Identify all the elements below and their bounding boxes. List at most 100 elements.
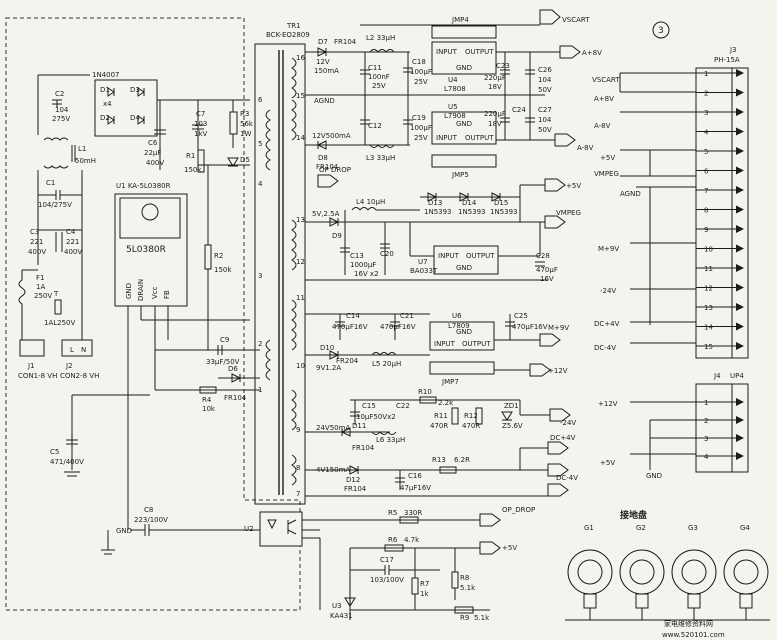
tr1-part: BCK-EO2809: [266, 31, 310, 39]
j3-pin-1: 1: [704, 70, 708, 78]
u1-pin-drain: DRAIN: [137, 279, 145, 301]
f1-val: 1A: [36, 283, 45, 291]
tr1-pin-10: 10: [296, 362, 305, 370]
snubber-startup: C6 22µF 400V C7 103 1kV R3 56k 1W D5 R1 …: [144, 100, 254, 174]
r1-ref: R1: [186, 152, 195, 160]
d6-part: FR104: [224, 394, 247, 402]
c17-val: 103/100V: [370, 576, 404, 584]
u4-part: L7808: [444, 85, 466, 93]
j3-pin-13: 13: [704, 304, 713, 312]
j3-label-plus5: +5V: [600, 154, 615, 162]
j4-label-gnd: GND: [646, 472, 662, 480]
tr1-pin-15: 15: [296, 92, 305, 100]
d9-ref: D9: [332, 232, 342, 240]
j2-ref: J2: [65, 362, 73, 370]
c8-label: C8: [144, 506, 153, 514]
out-plus5: +5V: [566, 182, 581, 190]
out-plus12: +12V: [548, 367, 568, 375]
d7-ref: D7: [318, 38, 328, 46]
j3-pin-2: 2: [704, 90, 708, 98]
bridge-qty: x4: [103, 100, 112, 108]
f1-val2: 250V: [34, 292, 52, 300]
c18-val2: 25V: [414, 78, 428, 86]
j3-pin-4: 4: [704, 129, 709, 137]
c18-val: 100µF: [410, 68, 432, 76]
u7-part: BA033T: [410, 267, 438, 275]
r9-ref: R9: [460, 614, 469, 622]
u5-gnd: GND: [456, 120, 472, 128]
connector-j4: J4 UP4 +12V +5V GND: [598, 372, 749, 480]
l4-label: L4 10µH: [356, 198, 385, 206]
c8-val: 223/100V: [134, 516, 168, 524]
l3-label: L3 33µH: [366, 154, 395, 162]
w16-cur: 150mA: [314, 67, 339, 75]
out-am8v: A-8V: [577, 144, 594, 152]
u4-ref: U4: [448, 76, 458, 84]
out-m9v: M+9V: [548, 324, 569, 332]
j3-pin-12: 12: [704, 285, 713, 293]
c24-ref: C24: [512, 106, 526, 114]
r13-ref: R13: [432, 456, 446, 464]
r3-val2: 1W: [240, 130, 251, 138]
r11-val: 470R: [430, 422, 448, 430]
c2-ref: C2: [55, 90, 64, 98]
ic-u1: U1 KA-5L0380R 5L0380R GND DRAIN Vcc FB: [114, 182, 250, 530]
feedback-loop: R5 330R OP_DROP R6 4.7k +5V C17 103/100V…: [302, 506, 535, 622]
watermark-cn: 家电维修资料网: [664, 619, 713, 628]
r11-ref: R11: [434, 412, 448, 420]
c1-val: 104/275V: [38, 201, 72, 209]
j3-pin-arrow: [736, 205, 744, 214]
u3-part: KA431: [330, 612, 353, 620]
j3-label-dc-plus4: DC+4V: [594, 320, 620, 328]
l1-val: 50mH: [75, 157, 96, 165]
j4-pin-arrow: [736, 416, 744, 424]
j4-label-plus12: +12V: [598, 400, 618, 408]
u1-label: U1 KA-5L0380R: [116, 182, 171, 190]
j3-pin-arrow: [736, 108, 744, 116]
d13-part: 1N5393: [424, 208, 452, 216]
j3-ref: J3: [729, 46, 737, 54]
r4-ref: R4: [202, 396, 212, 404]
u1-pin-gnd: GND: [125, 283, 133, 299]
c7-val: 103: [194, 120, 207, 128]
c7-val2: 1kV: [194, 130, 208, 138]
c16-ref: C16: [408, 472, 422, 480]
bridge-part: 1N4007: [92, 71, 120, 79]
c6-val: 22µF: [144, 149, 161, 157]
jmp5-label: JMP5: [451, 171, 469, 179]
c23-val2: 18V: [488, 83, 502, 91]
u6-out: OUTPUT: [462, 340, 491, 348]
tr1-pin-16: 16: [296, 54, 305, 62]
j3-pin-arrow: [736, 166, 744, 175]
jmp7-label: JMP7: [441, 378, 459, 386]
u1-pin-fb: FB: [163, 290, 171, 299]
ground-plate-label-g2: G2: [636, 524, 646, 532]
u1-pin-vcc: Vcc: [151, 286, 159, 299]
c3-val2: 400V: [28, 248, 46, 256]
j3-pin-arrow: [736, 342, 744, 350]
c11-val2: 25V: [372, 82, 386, 90]
ground-plate-hole: [681, 559, 707, 585]
j3-pin-arrow: [736, 127, 744, 136]
tr1-pin-12: 12: [296, 258, 305, 266]
j3-pin-arrow: [736, 244, 744, 253]
c15-ref: C15: [362, 402, 376, 410]
ground-plate-hole: [629, 559, 655, 585]
ground-plate-label-g4: G4: [740, 524, 750, 532]
d4-ref: D4: [130, 114, 140, 122]
d7-part: FR104: [334, 38, 357, 46]
r7-ref: R7: [420, 580, 429, 588]
c26-ref: C26: [538, 66, 552, 74]
d15-part: 1N5393: [490, 208, 518, 216]
ground-plate-ring: [671, 549, 717, 595]
c26-val: 104: [538, 76, 552, 84]
figure-number: 3: [658, 26, 664, 36]
c27-val2: 50V: [538, 126, 552, 134]
input-filter: C2 104 275V L1 50mH C1 104/275V C3 221 4…: [18, 74, 150, 477]
j1-pin-n: N: [81, 346, 86, 354]
c19-val2: 25V: [414, 134, 428, 142]
r10-val: 2.2k: [438, 399, 454, 407]
connector-j3: J3 PH-15A: [695, 46, 749, 359]
